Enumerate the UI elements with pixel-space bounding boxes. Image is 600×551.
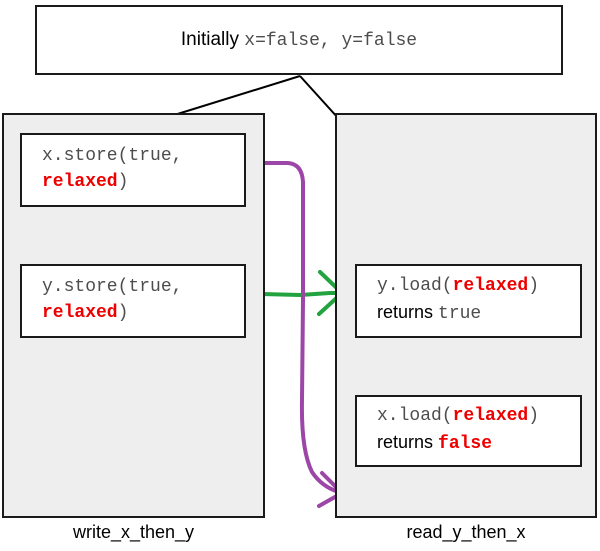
op-y-store-line2: relaxed) [42,301,244,327]
memory-order-keyword: relaxed [452,406,529,427]
op-x-store-line1: x.store(true, [42,146,183,167]
arrow-x-store-to-read-thread [260,161,344,508]
op-box-y-store: y.store(true, relaxed) [20,264,246,338]
thread-label-write-x-then-y: write_x_then_y [72,522,195,542]
memory-order-keyword: relaxed [452,276,529,297]
memory-order-keyword: relaxed [42,172,118,192]
initial-conditions-box: Initially x=false, y=false [35,5,563,75]
op-y-store-paren: ) [117,303,129,323]
op-x-load-result-value: false [438,434,493,454]
op-box-x-load: x.load(relaxed) returns false [355,395,582,467]
initial-conditions-text: Initially x=false, y=false [181,29,417,51]
op-box-y-load: y.load(relaxed) returns true [355,264,582,338]
thread-label-read-y-then-x: read_y_then_x [406,522,526,542]
arrow-y-store-to-y-load [260,270,344,316]
op-y-load-call-prefix: y.load( [377,276,453,297]
op-y-load-result-value: true [438,304,482,324]
initial-conditions-code: x=false, y=false [244,31,418,51]
op-y-store-line1: y.store(true, [42,277,183,298]
op-box-x-store: x.store(true, relaxed) [20,133,246,207]
initial-conditions-prefix: Initially [180,29,245,50]
op-x-load-call-prefix: x.load( [377,406,453,427]
op-y-load-call-suffix: ) [528,276,540,297]
op-y-load-result: returns true [377,300,580,328]
op-x-store-paren: ) [117,172,129,192]
memory-order-keyword: relaxed [42,303,118,323]
op-x-load-call: x.load(relaxed) [377,404,580,430]
op-x-load-result: returns false [377,430,580,458]
op-x-store-line2: relaxed) [42,170,244,196]
op-y-load-call: y.load(relaxed) [377,274,580,300]
op-y-load-result-prefix: returns [377,302,439,322]
op-x-load-result-prefix: returns [377,432,439,452]
op-x-load-call-suffix: ) [528,406,540,427]
